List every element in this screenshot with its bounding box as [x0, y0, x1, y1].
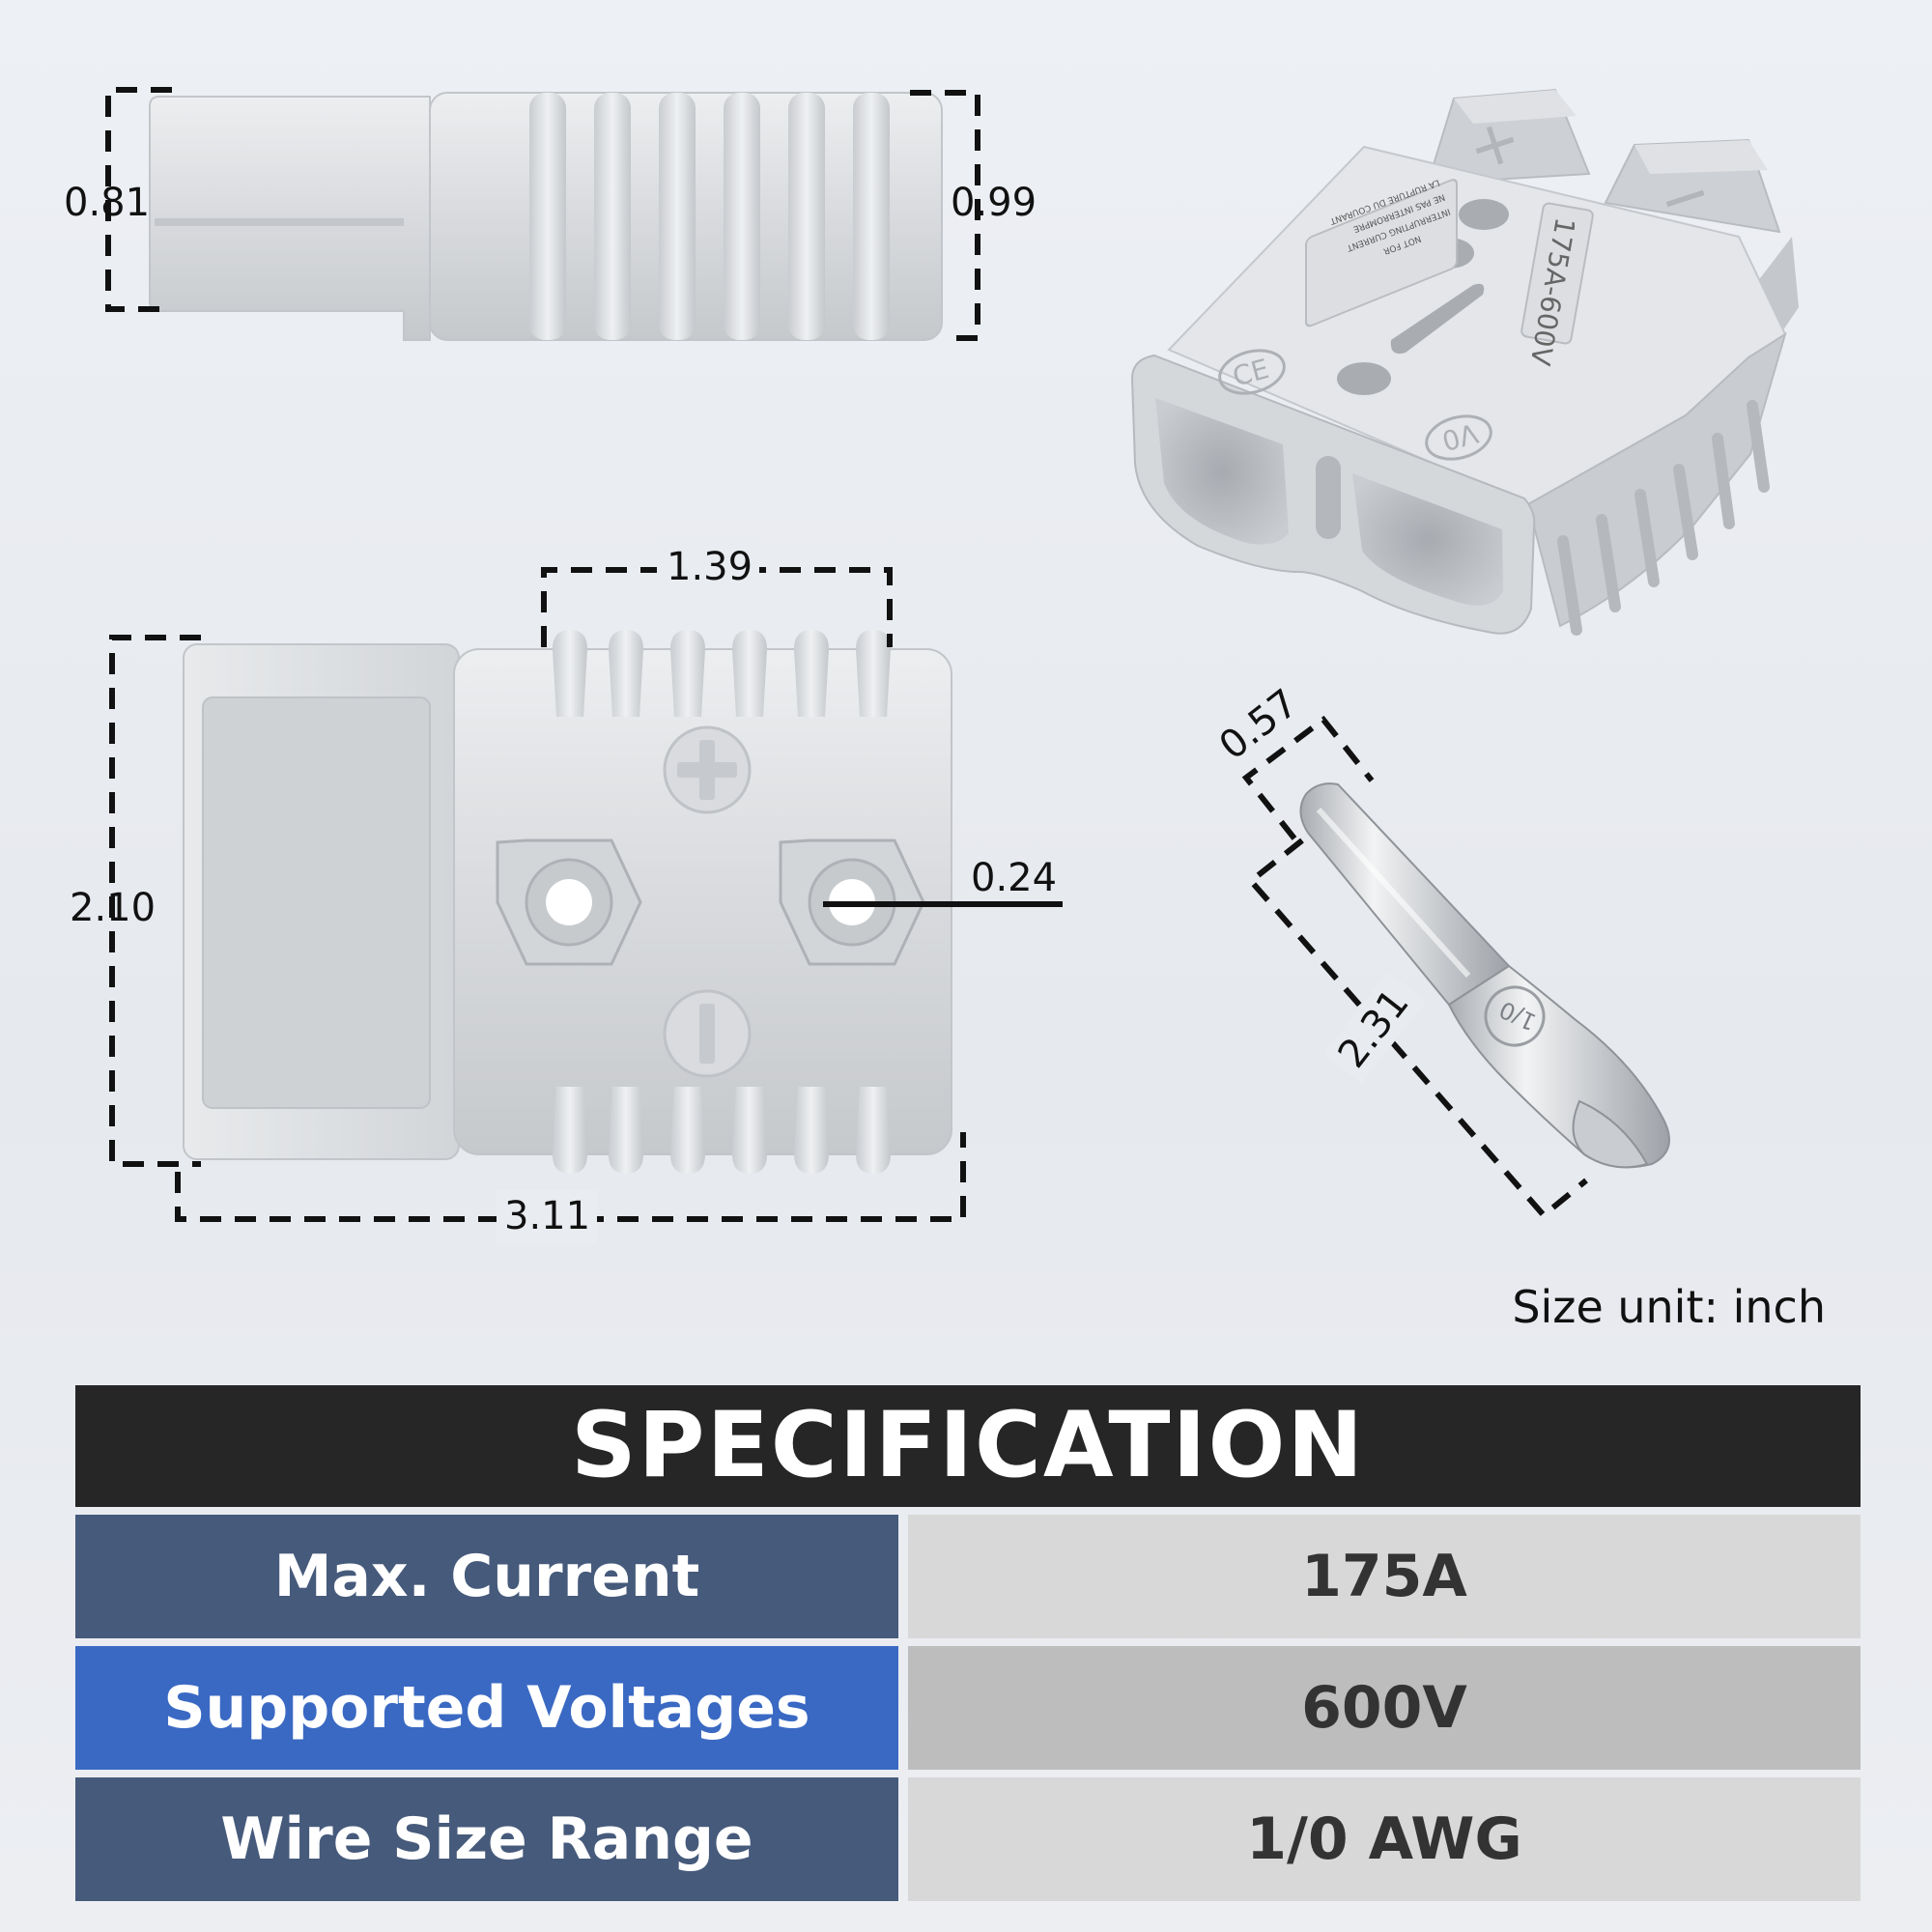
- specification-title: SPECIFICATION: [75, 1385, 1861, 1507]
- spec-value-wire-size-range: 1/0 AWG: [908, 1777, 1861, 1901]
- dim-label-side-left: 0.81: [64, 181, 150, 225]
- dim-label-front-height: 2.10: [70, 886, 156, 930]
- dim-label-top-width: 1.39: [667, 545, 753, 589]
- spec-row-max-current: Max. Current 175A: [75, 1515, 1861, 1638]
- dim-label-overall-length: 3.11: [504, 1194, 590, 1238]
- dim-label-hole: 0.24: [971, 856, 1057, 900]
- spec-row-supported-voltages: Supported Voltages 600V: [75, 1646, 1861, 1770]
- isometric-side-ribs: [1557, 400, 1770, 636]
- side-view-connector: [149, 92, 943, 341]
- dim-label-top-width-bg: [657, 541, 759, 595]
- front-view-top-ribs: [553, 630, 891, 717]
- dim-label-pin-width-group: 0.57: [1211, 681, 1307, 769]
- front-view-bottom-ribs: [553, 1087, 891, 1174]
- minus-emboss-icon: [663, 989, 752, 1078]
- spec-label-supported-voltages: Supported Voltages: [75, 1646, 898, 1770]
- plus-emboss-icon: [663, 725, 752, 814]
- isometric-connector: NOT FOR INTERRUPTING CURRENT NE PAS INTE…: [1130, 88, 1799, 636]
- side-view-ribs: [529, 93, 890, 340]
- dim-line-pin-width: [1241, 715, 1375, 840]
- dim-line-side-left: [105, 87, 172, 312]
- metal-pin-contact: 1/0: [1299, 782, 1670, 1169]
- spec-label-max-current: Max. Current: [75, 1515, 898, 1638]
- dim-line-overall-length: [175, 1132, 966, 1222]
- dim-label-pin-width: 0.57: [1211, 681, 1307, 769]
- dim-label-side-right: 0.99: [951, 181, 1037, 225]
- left-hex-nut-icon: [496, 838, 642, 966]
- dim-line-side-right: [910, 90, 980, 341]
- spec-row-wire-size-range: Wire Size Range 1/0 AWG: [75, 1777, 1861, 1901]
- spec-value-supported-voltages: 600V: [908, 1646, 1861, 1770]
- dim-label-overall-length-bg: [497, 1190, 597, 1244]
- dim-line-front-height: [109, 635, 201, 1167]
- dim-line-pin-length: [1246, 838, 1588, 1220]
- size-unit-note: Size unit: inch: [1512, 1281, 1826, 1333]
- front-view-connector: [183, 630, 952, 1174]
- specification-table: SPECIFICATION Max. Current 175A Supporte…: [75, 1385, 1861, 1901]
- dim-label-pin-length-group: 2.31: [1323, 971, 1427, 1084]
- spec-value-max-current: 175A: [908, 1515, 1861, 1638]
- spec-label-wire-size-range: Wire Size Range: [75, 1777, 898, 1901]
- warning-label-box: [1305, 179, 1458, 327]
- dim-label-pin-length-bg: [1323, 971, 1427, 1084]
